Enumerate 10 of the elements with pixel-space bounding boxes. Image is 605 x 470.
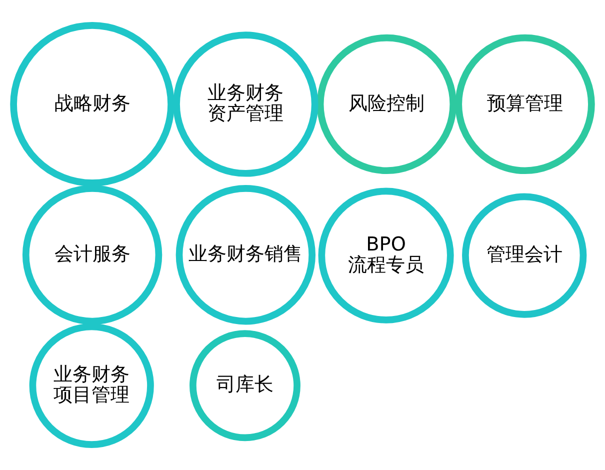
node-circle: 司库长	[190, 330, 300, 442]
node-circle: BPO流程专员	[318, 188, 454, 324]
node-circle: 业务财务销售	[176, 185, 316, 325]
node-circle: 风险控制	[316, 34, 457, 174]
node-circle: 管理会计	[462, 193, 587, 318]
node-circle: 战略财务	[10, 22, 174, 186]
node-circle: 业务财务项目管理	[29, 323, 154, 448]
node-circle: 业务财务资产管理	[173, 32, 318, 177]
node-circle: 会计服务	[22, 185, 162, 325]
node-circle: 预算管理	[455, 34, 595, 174]
